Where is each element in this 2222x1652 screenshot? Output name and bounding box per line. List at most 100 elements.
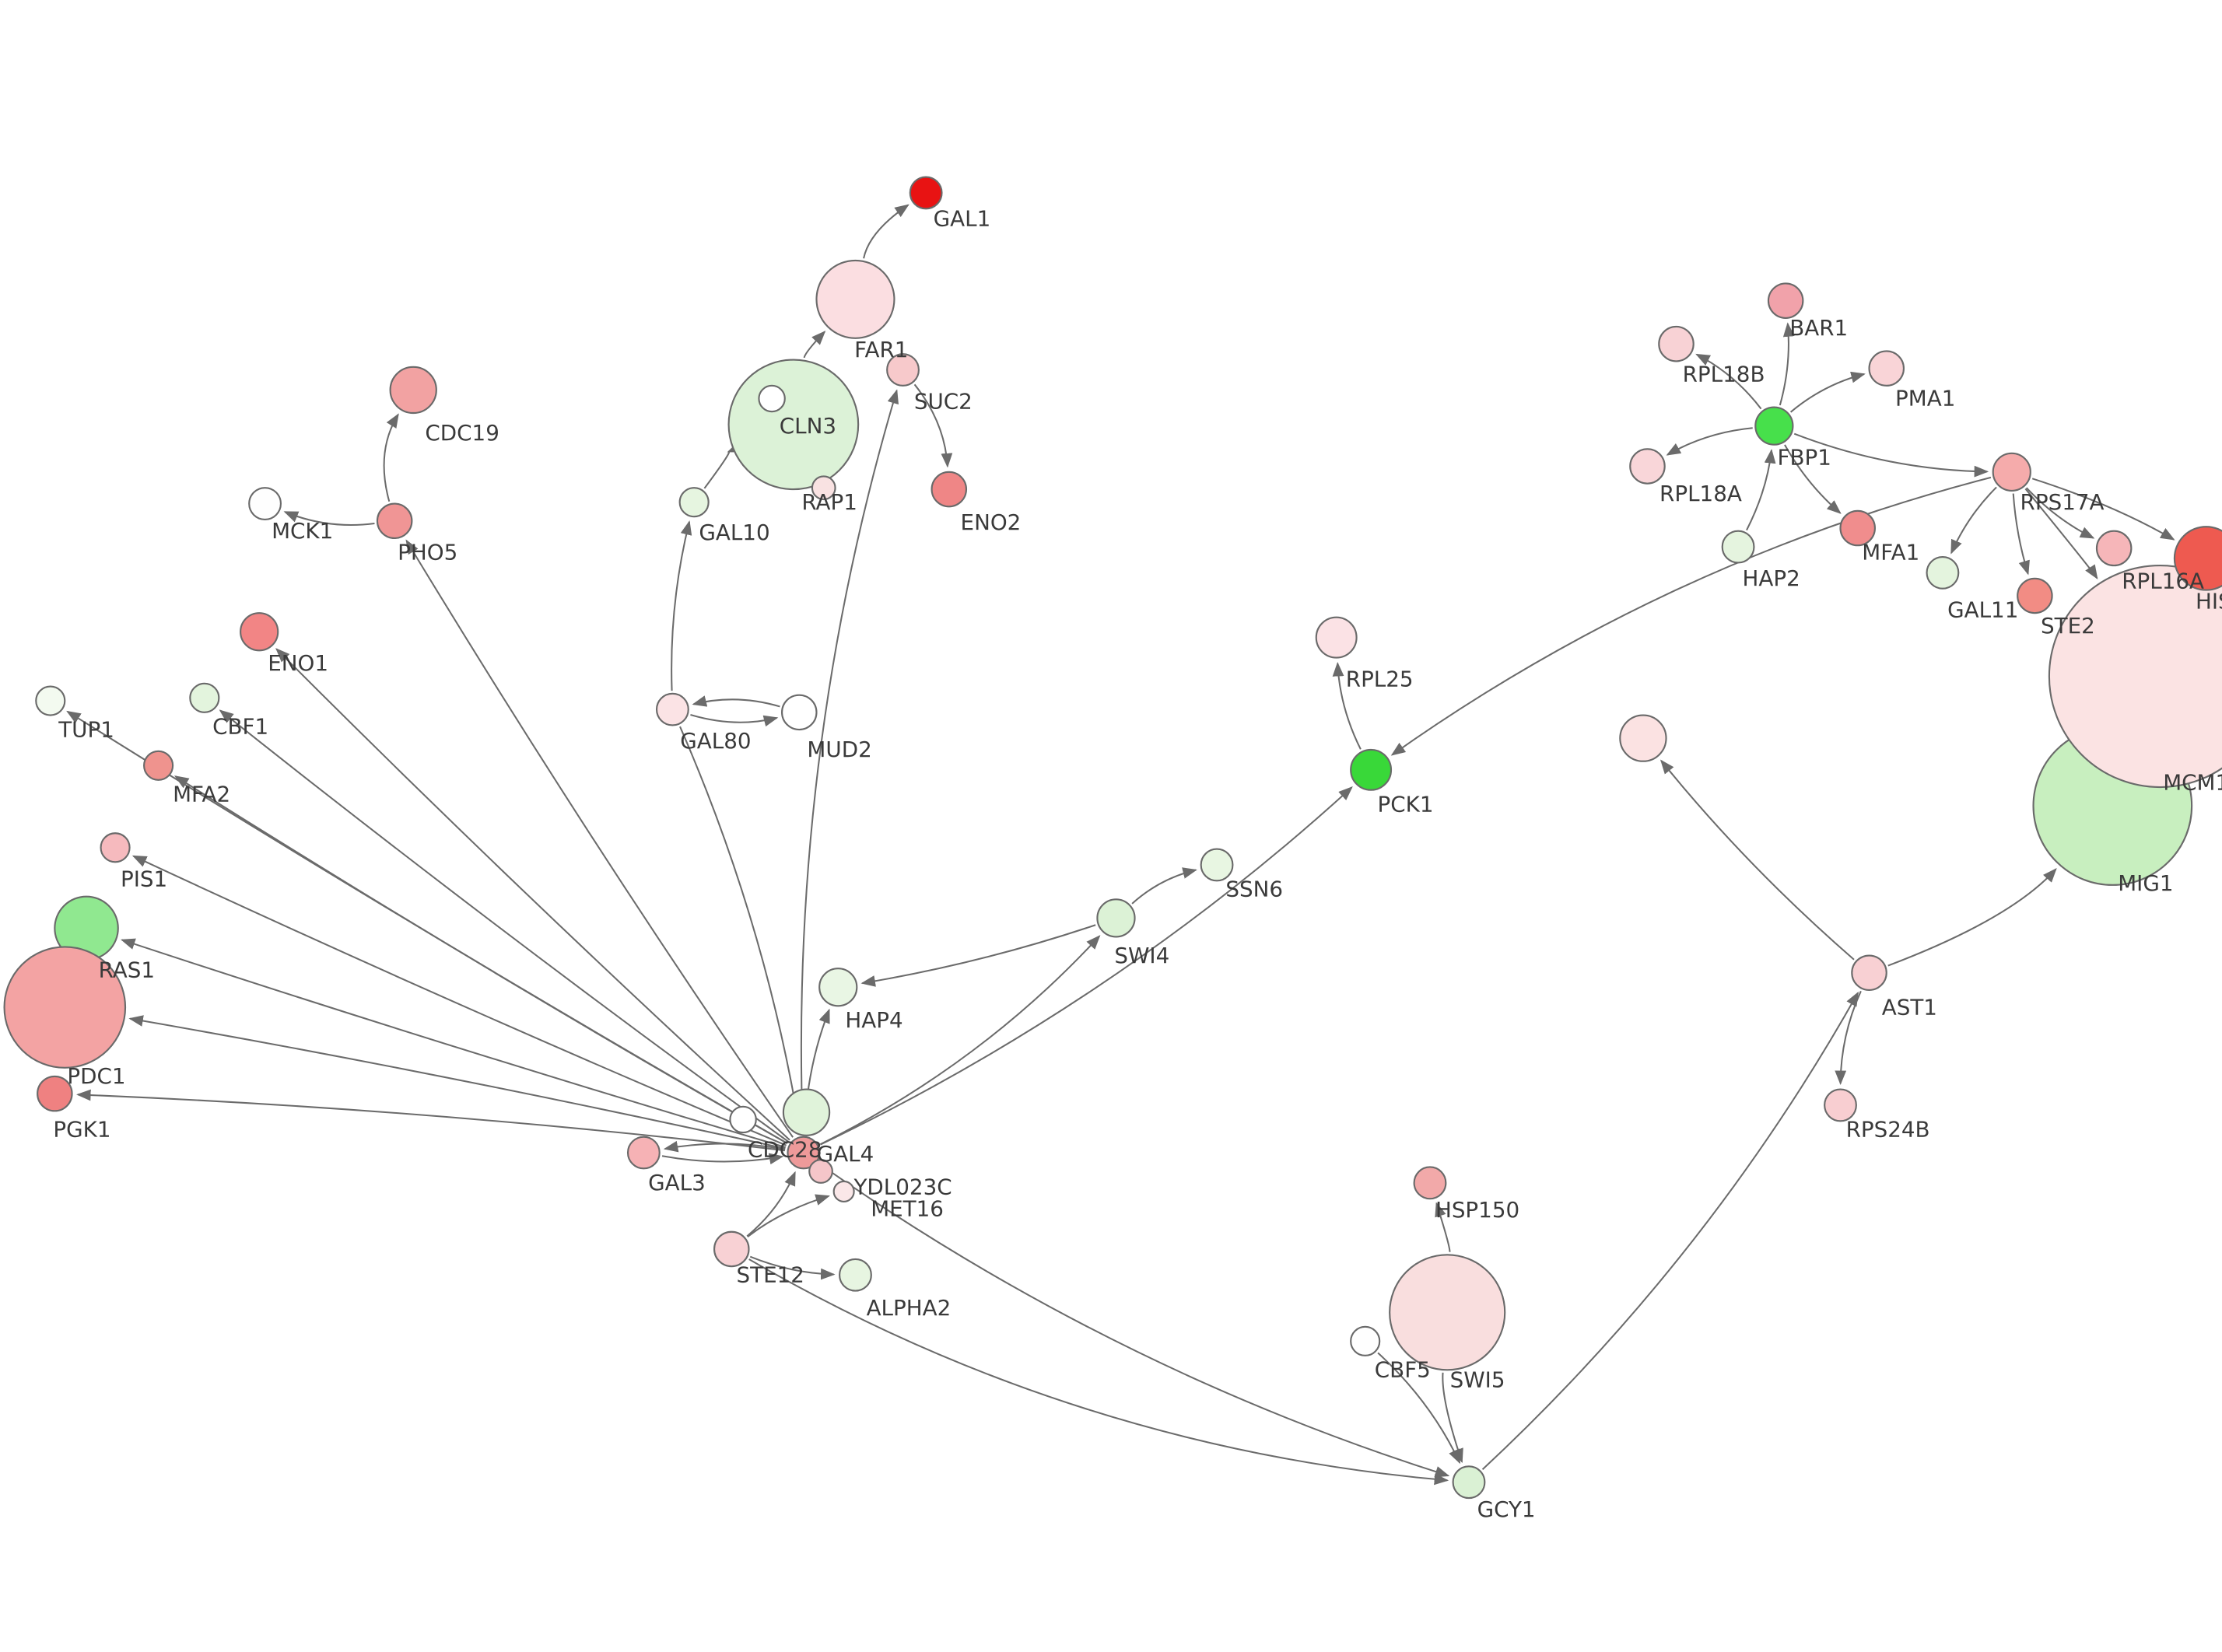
node-STE12[interactable] [713,1230,750,1268]
edge-PCK1-RPL25[interactable] [1332,662,1362,750]
node-ALPHA2[interactable] [839,1258,872,1292]
node-GAL80[interactable] [655,692,689,726]
node-PDC1[interactable] [3,946,127,1069]
node-GAL11[interactable] [1926,555,1960,590]
edge-GAL80-GAL4[interactable] [679,726,804,1133]
node-CBF5[interactable] [1350,1325,1381,1356]
node-TUP1[interactable] [35,685,66,716]
edge-GAL3-GAL4[interactable] [661,1153,784,1165]
edge-GAL4-TUP1[interactable] [66,710,788,1144]
node-SSN6[interactable] [1200,848,1234,882]
edge-GAL80-MUD2[interactable] [690,714,779,727]
edge-FBP1-BAR1[interactable] [1779,322,1795,406]
node-RPL16A[interactable] [2095,530,2133,567]
node-HIS4[interactable] [2173,526,2222,591]
node-RPL25[interactable] [1315,616,1358,659]
edge-GAL4-PIS1[interactable] [131,855,787,1146]
edge-AST1-N3[interactable] [1659,759,1855,961]
node-RPL18A[interactable] [1629,448,1666,485]
node-GAL1[interactable] [909,176,943,210]
node-PMA1[interactable] [1868,350,1905,387]
edge-MUD2-GAL80[interactable] [692,695,780,708]
edge-SUC2-ENO2[interactable] [913,383,953,468]
node-MFA2[interactable] [143,750,174,781]
node-CDC19[interactable] [389,366,437,415]
edge-GCY1-AST1[interactable] [1481,991,1859,1471]
edge-HAP2-FBP1[interactable] [1746,449,1776,531]
edge-STE12-MET16[interactable] [747,1194,830,1237]
edge-STE12-ALPHA2[interactable] [749,1255,836,1280]
edge-PHO5-MCK1[interactable] [283,511,375,526]
node-RPL18B[interactable] [1658,325,1695,362]
edge-GAL4-CBF1[interactable] [219,709,789,1143]
edge-GAL4-PHO5[interactable] [405,539,794,1138]
node-ENO2[interactable] [931,471,968,508]
edge-SWI4-SSN6[interactable] [1131,867,1197,905]
node-CBF1[interactable] [189,682,220,713]
node-RAP1[interactable] [811,475,836,501]
edge-GAL4-PGK1[interactable] [76,1089,786,1152]
node-FBP1[interactable] [1754,406,1794,446]
node-PIS1[interactable] [100,832,131,863]
node-N2[interactable] [729,1105,757,1134]
edge-GAL80-GAL10[interactable] [671,520,692,691]
node-SUC2[interactable] [886,353,920,387]
edge-CBF5-GCY1[interactable] [1377,1352,1461,1465]
edge-GAL4-PDC1[interactable] [128,1015,786,1150]
node-PGK1[interactable] [37,1075,73,1112]
edge-FAR1-GAL1[interactable] [863,204,909,259]
node-GAL3[interactable] [626,1136,661,1170]
edge-RPS17A-MCM1[interactable] [2024,488,2098,580]
node-SWI5[interactable] [1389,1254,1506,1371]
node-STE2[interactable] [2017,577,2053,614]
edge-RPS17A-PCK1[interactable] [1390,476,1992,756]
node-ENO1[interactable] [240,612,279,652]
node-GAL10[interactable] [678,487,710,518]
edge-RPS17A-GAL11[interactable] [1950,486,1997,555]
edge-CLN3-FAR1[interactable] [803,331,826,359]
node-MFA1[interactable] [1839,509,1876,547]
node-MET16[interactable] [832,1180,855,1202]
node-RPS17A[interactable] [1992,452,2031,492]
edge-FBP1-RPS17A[interactable] [1793,432,1989,478]
node-HAP4[interactable] [818,968,858,1007]
edge-STE12-GCY1[interactable] [748,1258,1449,1486]
edge-FBP1-MFA1[interactable] [1784,444,1842,514]
edge-RPS17A-RPL16A[interactable] [2025,487,2095,539]
edge-PHO5-CDC19[interactable] [383,413,399,502]
node-GAL4[interactable] [787,1136,821,1170]
node-N3[interactable] [1619,714,1667,762]
edge-GAL4-GCY1[interactable] [818,1163,1450,1478]
node-MCK1[interactable] [248,487,282,520]
edge-SWI4-HAP4[interactable] [860,924,1096,987]
node-FAR1[interactable] [815,259,895,339]
edge-GAL4-SWI4[interactable] [819,935,1101,1146]
edge-RPS17A-STE2[interactable] [2012,493,2030,576]
node-AST1[interactable] [1851,954,1887,991]
edge-GAL4-GAL3[interactable] [663,1140,786,1153]
node-HSP150[interactable] [1413,1166,1447,1200]
edge-GAL4-ENO1[interactable] [275,648,790,1141]
edge-FBP1-PMA1[interactable] [1789,371,1866,413]
node-MUD2[interactable] [780,694,818,731]
node-MCM1[interactable] [2048,565,2222,789]
edge-GAL4-RAS1[interactable] [120,938,787,1149]
node-GCY1[interactable] [1452,1465,1486,1500]
node-YDL023C[interactable] [808,1159,833,1184]
node-BAR1[interactable] [1767,282,1804,319]
edge-AST1-MIG1[interactable] [1887,868,2057,967]
edge-GAL4-PCK1[interactable] [820,786,1353,1146]
edge-FBP1-RPL18B[interactable] [1695,353,1762,410]
node-HAP2[interactable] [1721,530,1755,564]
edge-GAL10-CLN3[interactable] [703,441,743,489]
edge-SWI5-HSP150[interactable] [1435,1202,1451,1252]
node-RPS24B[interactable] [1824,1088,1857,1122]
edge-STE12-GAL4[interactable] [746,1171,796,1237]
node-N1[interactable] [758,384,786,413]
edge-GAL4-SUC2[interactable] [800,389,899,1134]
edge-RPS17A-HIS4[interactable] [2031,478,2175,541]
node-PHO5[interactable] [376,502,413,540]
node-PCK1[interactable] [1350,748,1393,791]
